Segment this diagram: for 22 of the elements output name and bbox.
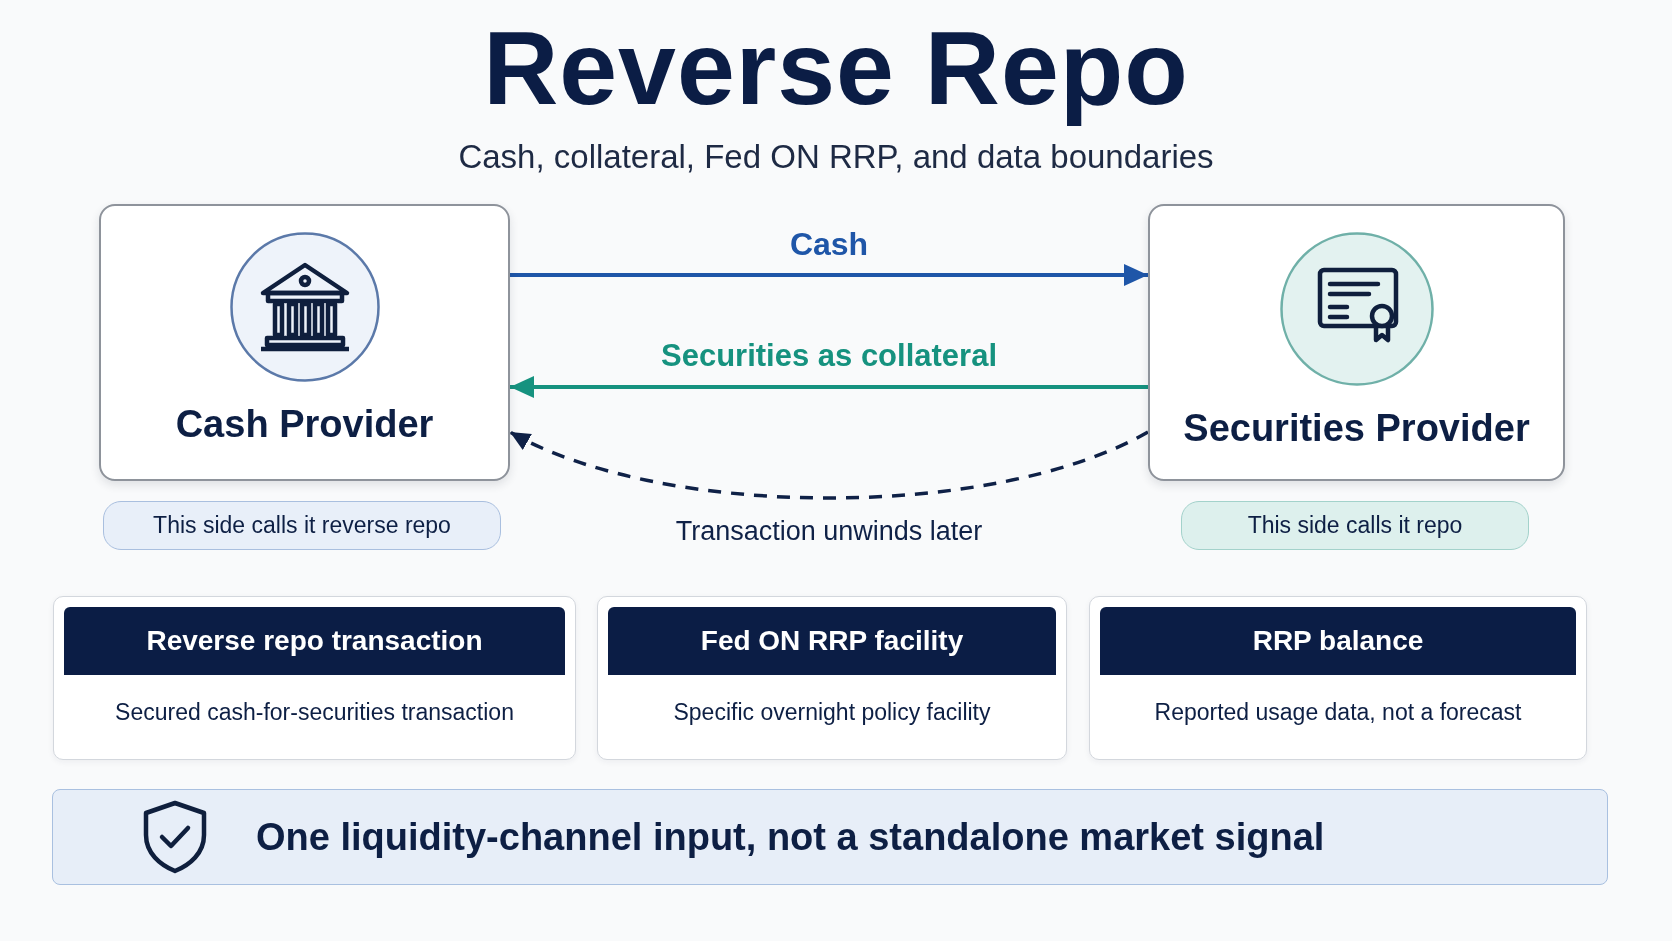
info-card [53,596,576,760]
summary-banner [52,789,1608,885]
party-box [1148,204,1565,481]
arrow [510,264,1148,286]
card-heading: Fed ON RRP facility [608,607,1056,675]
info-card [597,596,1067,760]
card-text: Reported usage data, not a forecast [1154,698,1522,726]
party-name: Cash Provider [175,402,434,446]
info-card [1089,596,1587,760]
title: Reverse Repo [483,12,1189,124]
arrow [510,376,1148,398]
note-tag: This side calls it reverse repo [103,501,501,550]
card-heading: RRP balance [1100,607,1576,675]
subtitle: Cash, collateral, Fed ON RRP, and data boundaries [458,138,1214,176]
card-heading: Reverse repo transaction [64,607,565,675]
party-name: Securities Provider [1183,406,1530,450]
banner-text: One liquidity-channel input, not a standalone market signal [256,815,1325,859]
party-box [99,204,510,481]
note-tag: This side calls it repo [1181,501,1529,550]
card-text: Secured cash-for-securities transaction [115,698,514,726]
card-text: Specific overnight policy facility [673,698,991,726]
arrow [509,430,1149,500]
